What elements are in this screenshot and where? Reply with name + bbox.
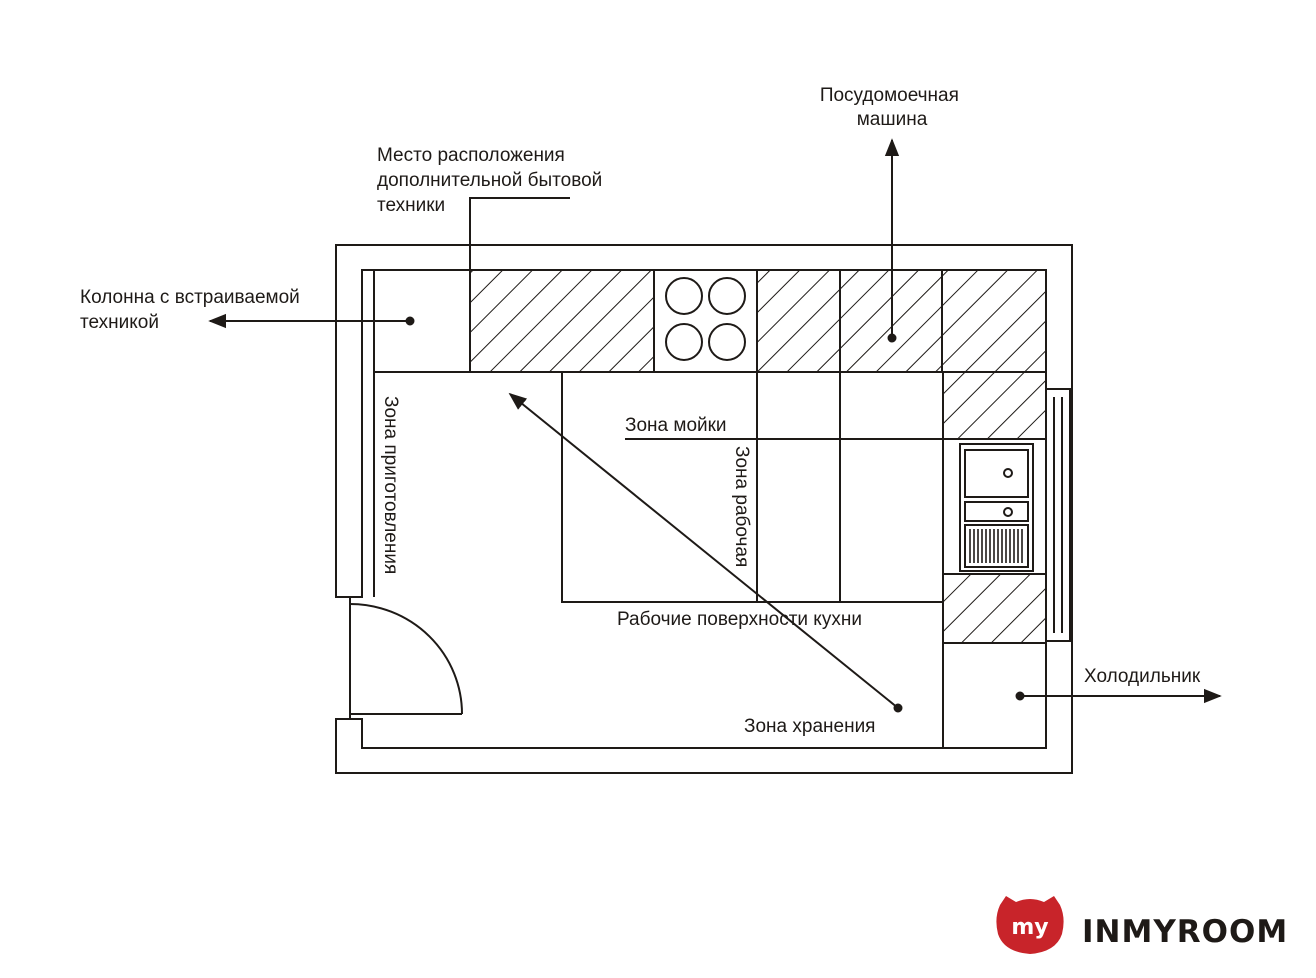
dishwasher-label-line: Посудомоечная [820,85,959,106]
column-label-line: Колонна с встраиваемой [80,287,300,308]
appliance-place-label-line: Место расположения [377,145,565,166]
logo-badge-icon [996,896,1064,954]
appliance-place-label-line: техники [377,195,445,216]
appliance-place-label-line: дополнительной бытовой [377,170,602,191]
right-window [1045,388,1071,642]
column-label-line: техникой [80,312,159,333]
sink-drainer [969,529,1023,563]
dishwasher-label: Посудомоечная машина [820,85,964,130]
inmyroom-logo: my INMYROOM [996,896,1288,954]
washing-zone-label: Зона мойки [625,415,727,436]
fridge-label: Холодильник [1084,666,1201,687]
leader-lines [208,138,1222,713]
sink-icon [959,443,1034,572]
cooking-zone-label: Зона приготовления [380,396,401,574]
column-label: Колонна с встраиваемой техникой [80,287,305,333]
dishwasher-label-line: машина [857,109,928,130]
storage-zone-label: Зона хранения [744,716,875,737]
work-area-grid [561,371,944,603]
logo-brand-text: INMYROOM [1082,914,1288,950]
appliance-place-label: Место расположения дополнительной бытово… [377,145,608,216]
top-counter [374,269,1047,373]
door [349,603,463,715]
work-surfaces-label: Рабочие поверхности кухни [617,609,862,630]
logo-badge-text: my [1011,915,1048,940]
working-zone-label: Зона рабочая [731,446,752,567]
hob-burners-icon [665,277,746,361]
